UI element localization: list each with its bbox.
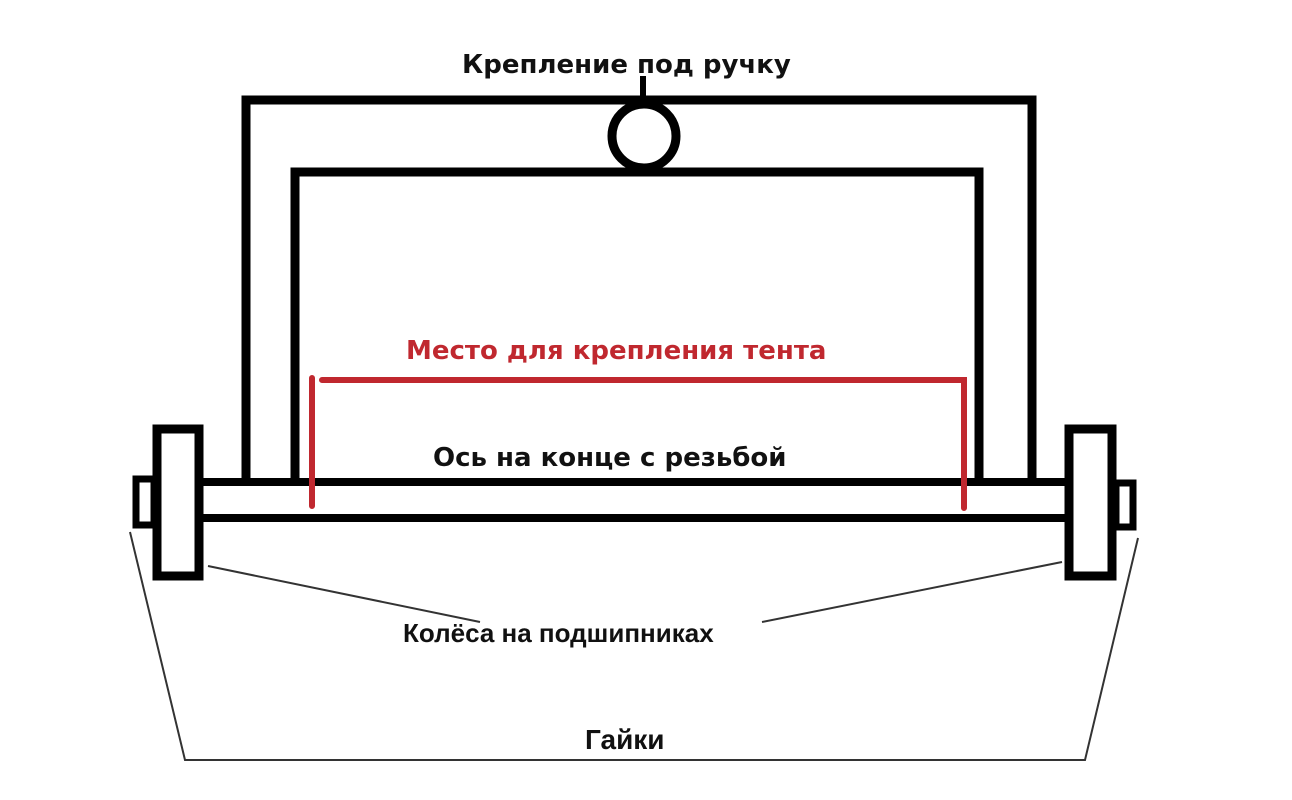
tent-mount-bracket xyxy=(309,375,967,511)
wheel-leader-right xyxy=(761,561,1063,623)
right-nut xyxy=(1112,479,1137,531)
wheels-label: Колёса на подшипниках xyxy=(403,618,714,648)
right-wheel xyxy=(1064,424,1117,581)
axle-label: Ось на конце с резьбой xyxy=(433,443,787,473)
wheel-leader-left xyxy=(207,565,481,623)
nuts-bracket xyxy=(129,531,1139,761)
handle-mount-label: Крепление под ручку xyxy=(462,50,791,80)
tent-mount-label: Место для крепления тента xyxy=(406,336,827,366)
inner-frame xyxy=(290,167,984,480)
nuts-label: Гайки xyxy=(585,724,665,755)
left-wheel xyxy=(152,424,204,581)
handle-mount-ring xyxy=(607,99,681,173)
left-nut xyxy=(132,475,158,529)
